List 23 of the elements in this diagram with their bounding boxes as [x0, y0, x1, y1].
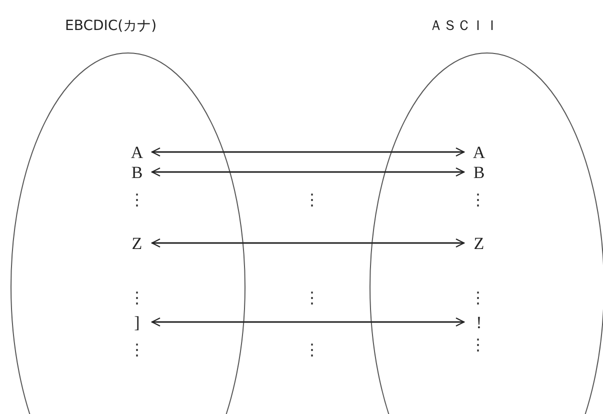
- double-arrow: [151, 167, 465, 177]
- character: ]: [128, 311, 146, 333]
- character: !: [470, 311, 488, 333]
- set-heading: ＡＳＣＩＩ: [429, 17, 499, 36]
- ellipsis-mark: ⋮: [304, 290, 320, 306]
- character: B: [470, 161, 488, 183]
- character: A: [470, 141, 488, 163]
- ellipsis-mark: ⋮: [129, 290, 145, 306]
- double-arrow: [151, 147, 465, 157]
- ellipsis-mark: ⋮: [304, 192, 320, 208]
- ellipsis-mark: ⋮: [470, 192, 486, 208]
- double-arrow: [151, 317, 465, 327]
- set-heading: EBCDIC(カナ): [65, 17, 157, 36]
- ellipsis-mark: ⋮: [129, 192, 145, 208]
- ellipsis-mark: ⋮: [129, 342, 145, 358]
- ellipsis-mark: ⋮: [470, 337, 486, 353]
- character: Z: [128, 232, 146, 254]
- ellipsis-mark: ⋮: [470, 290, 486, 306]
- double-arrow: [151, 238, 465, 248]
- character: B: [128, 161, 146, 183]
- character: Z: [470, 232, 488, 254]
- ellipsis-mark: ⋮: [304, 342, 320, 358]
- character: A: [128, 141, 146, 163]
